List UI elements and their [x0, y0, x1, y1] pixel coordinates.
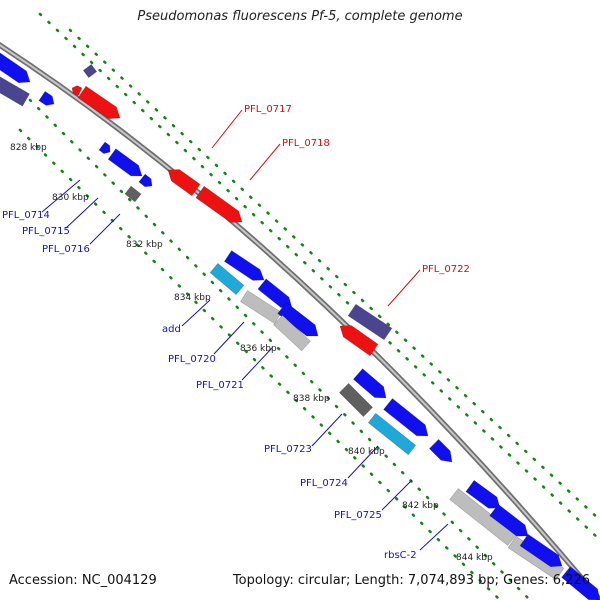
accession-text: Accession: NC_004129: [9, 573, 157, 588]
forward-gene-arrow-30: [519, 533, 563, 568]
leader-line: [347, 445, 379, 479]
gene-feature-4: [82, 63, 98, 79]
dot-track-3: [28, 98, 532, 600]
forward-gene-arrow-21: [352, 368, 387, 399]
gene-label[interactable]: PFL_0721: [196, 380, 244, 391]
genome-summary-text: Topology: circular; Length: 7,074,893 bp…: [232, 573, 590, 588]
reverse-gene-arrow-12: [195, 185, 243, 223]
leader-line: [249, 143, 281, 181]
forward-gene-arrow-13: [223, 250, 265, 281]
leader-line: [41, 179, 81, 213]
forward-gene-arrow-17: [277, 302, 319, 337]
forward-gene-arrow-15: [257, 278, 293, 309]
leader-line: [387, 269, 421, 307]
gene-feature-18: [273, 314, 311, 352]
leader-line: [381, 479, 413, 511]
reverse-gene-arrow-5: [71, 85, 83, 97]
leader-line: [181, 299, 211, 327]
backbone-highlight: [0, 44, 600, 600]
kbp-tick-label: 828 kbp: [10, 143, 47, 153]
gene-label[interactable]: PFL_0723: [264, 444, 312, 455]
gene-label[interactable]: PFL_0714: [2, 210, 50, 221]
gene-label[interactable]: PFL_0720: [168, 354, 216, 365]
reverse-gene-arrow-6: [77, 85, 121, 120]
kbp-tick-label: 838 kbp: [293, 394, 330, 404]
gene-feature-24: [367, 412, 417, 456]
forward-gene-arrow-7: [98, 141, 111, 154]
kbp-tick-label: 840 kbp: [348, 447, 385, 457]
reverse-gene-arrow-11: [167, 169, 201, 197]
gene-label[interactable]: PFL_0715: [22, 226, 70, 237]
leader-line: [241, 347, 273, 381]
map-title: Pseudomonas fluorescens Pf-5, complete g…: [137, 9, 463, 24]
leader-line: [65, 197, 99, 229]
gene-label[interactable]: rbsC-2: [384, 550, 417, 561]
forward-gene-arrow-28: [489, 503, 529, 537]
forward-gene-arrow-25: [428, 438, 453, 463]
forward-gene-arrow-1: [0, 52, 31, 84]
gene-feature-14: [209, 262, 245, 296]
forward-gene-arrow-8: [107, 148, 143, 177]
leader-line: [311, 413, 343, 447]
gene-label[interactable]: add: [162, 324, 181, 335]
kbp-tick-labels: 828 kbp 830 kbp 832 kbp 834 kbp 836 kbp 838 k…: [10, 143, 493, 563]
gene-feature-19: [347, 303, 393, 341]
gene-feature-22: [338, 382, 374, 418]
reverse-gene-arrow-20: [339, 325, 379, 357]
gene-label[interactable]: PFL_0718: [282, 138, 330, 149]
kbp-tick-label: 834 kbp: [174, 293, 211, 303]
leader-line: [419, 523, 449, 551]
kbp-tick-label: 832 kbp: [126, 240, 163, 250]
gene-feature-2: [0, 76, 30, 107]
dot-tracks: [18, 12, 600, 600]
dot-track-2: [68, 28, 600, 522]
forward-gene-arrow-23: [383, 398, 429, 437]
leader-line: [89, 213, 121, 245]
gene-label[interactable]: PFL_0725: [334, 510, 382, 521]
backbone-arc: [0, 41, 600, 600]
gene-label[interactable]: PFL_0724: [300, 478, 348, 489]
gene-label[interactable]: PFL_0722: [422, 264, 470, 275]
kbp-tick-label: 830 kbp: [52, 193, 89, 203]
gene-label[interactable]: PFL_0716: [42, 244, 90, 255]
gene-label[interactable]: PFL_0717: [244, 104, 292, 115]
kbp-tick-label: 836 kbp: [240, 344, 277, 354]
forward-gene-arrow-31: [561, 566, 600, 600]
forward-gene-arrow-26: [465, 479, 501, 509]
leader-line: [213, 321, 245, 355]
gene-features: [0, 52, 600, 600]
kbp-tick-label: 844 kbp: [456, 553, 493, 563]
kbp-tick-label: 842 kbp: [402, 501, 439, 511]
leader-line: [211, 109, 243, 149]
forward-gene-arrow-3: [38, 90, 55, 106]
dot-track-1: [38, 12, 600, 542]
forward-gene-arrow-9: [138, 173, 153, 188]
label-leader-lines: [41, 109, 449, 551]
dot-track-4: [18, 128, 502, 600]
gene-feature-10: [124, 185, 142, 203]
